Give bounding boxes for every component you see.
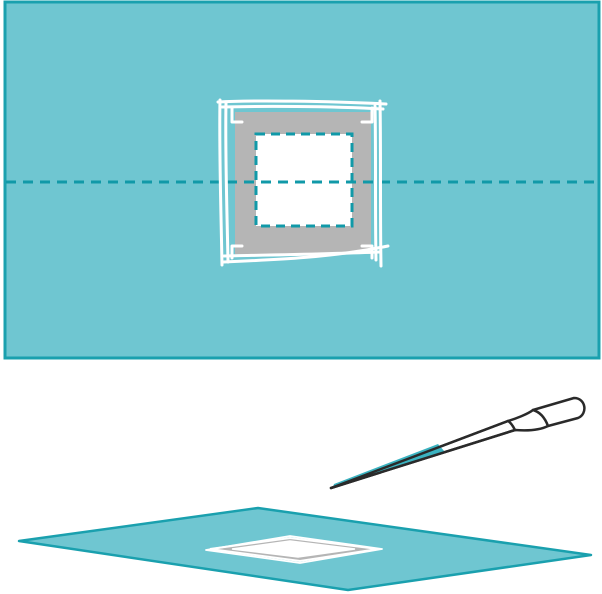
top-sheet (5, 2, 599, 358)
window-cutout (256, 134, 352, 226)
bottom-sheet (19, 508, 591, 590)
pipette (331, 398, 584, 488)
